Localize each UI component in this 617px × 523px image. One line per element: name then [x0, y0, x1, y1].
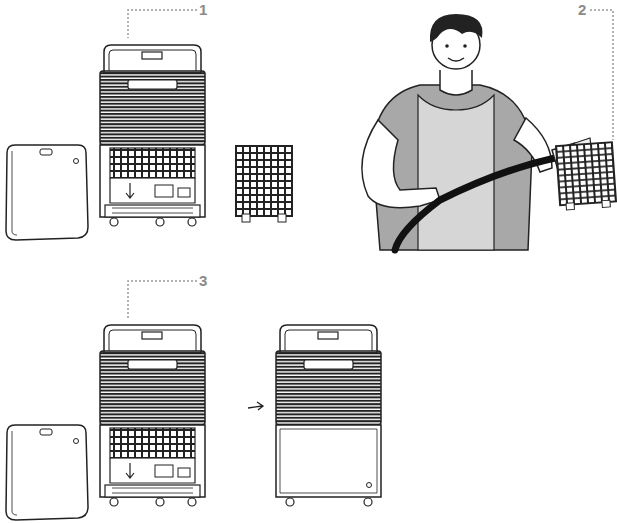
- front-cover: [6, 425, 88, 520]
- callout-number: 2: [578, 2, 586, 18]
- dehumidifier-open: [100, 325, 205, 506]
- leader-line: [128, 10, 197, 38]
- person-vacuuming: [362, 14, 616, 250]
- front-cover: [6, 145, 88, 240]
- callout-number: 3: [199, 273, 207, 289]
- dehumidifier-open: [100, 45, 205, 226]
- step-arrow: [248, 402, 263, 410]
- leader-line: [590, 10, 613, 140]
- leader-line: [128, 281, 197, 318]
- dehumidifier-closed: [276, 325, 381, 506]
- callout-number: 1: [199, 2, 207, 18]
- air-filter: [236, 146, 292, 222]
